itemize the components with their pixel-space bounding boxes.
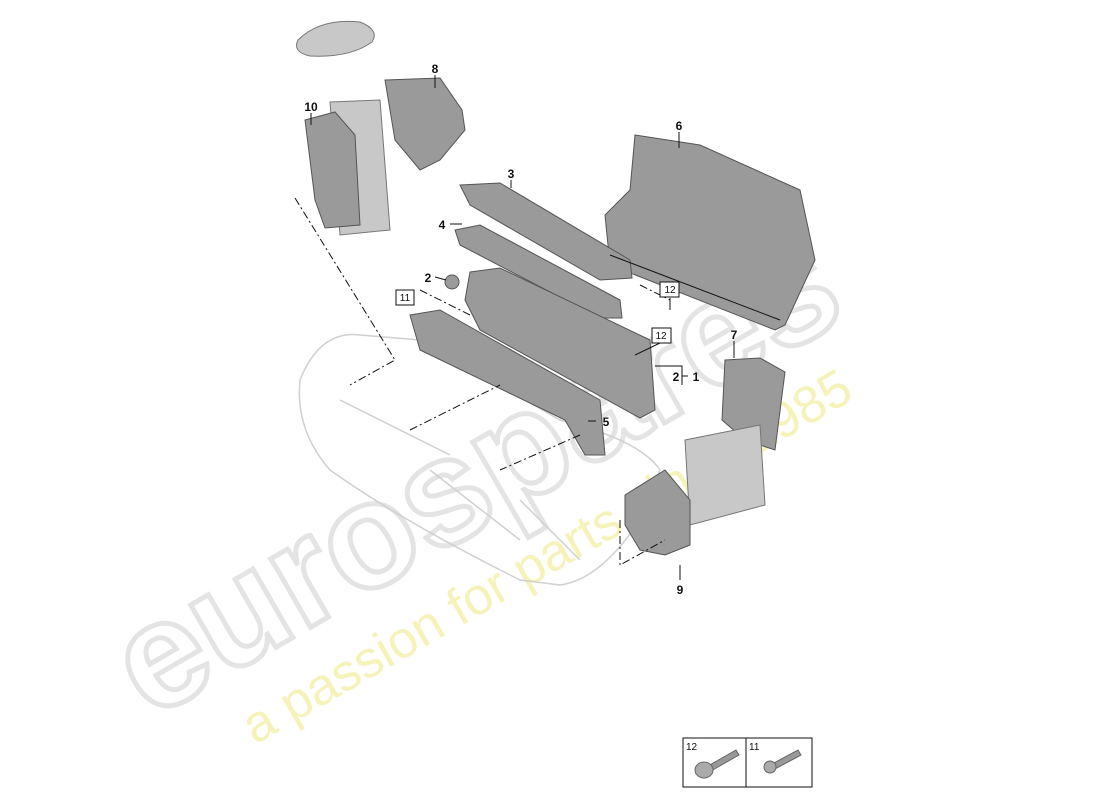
air-guide-4: [454, 224, 623, 319]
callout-12: 12: [664, 285, 676, 296]
air-duct-8: [384, 77, 466, 171]
callout-6: 6: [676, 119, 683, 133]
callout-3: 3: [508, 167, 515, 181]
callout-10: 10: [304, 100, 318, 114]
assembly-line: [609, 254, 781, 321]
callout-7: 7: [731, 328, 738, 342]
callout-11: 11: [400, 293, 411, 304]
callout-12: 12: [655, 331, 667, 342]
air-duct-9: [624, 469, 691, 556]
callout-2: 2: [425, 271, 432, 285]
assembly-line: [419, 289, 471, 316]
leader-lines: [310, 75, 735, 580]
legend-number-11: 11: [749, 742, 760, 753]
air-guide-3: [459, 182, 633, 281]
air-duct-10: [304, 111, 361, 229]
assembly-line: [294, 197, 396, 386]
air-duct-7: [721, 357, 786, 451]
air-guide-5: [409, 309, 606, 456]
callout-1: 1: [693, 370, 700, 384]
callout-box-12: [659, 281, 680, 298]
assembly-line: [499, 434, 581, 471]
clip-2: [444, 274, 460, 290]
callout-2: 2: [673, 370, 680, 384]
bumper-outline: [298, 333, 661, 586]
assembly-line: [409, 384, 501, 431]
callout-5: 5: [603, 415, 610, 429]
air-shutter-1: [464, 267, 656, 419]
screw-icon: [763, 749, 802, 774]
callout-box-11: [395, 289, 415, 306]
screw-large-icon: [694, 749, 740, 779]
callout-9: 9: [677, 583, 684, 597]
callout-4: 4: [439, 218, 446, 232]
legend-number-12: 12: [686, 742, 698, 753]
assembly-line: [619, 520, 666, 566]
fastener-legend: 12 11: [682, 737, 813, 788]
support-frame-6: [604, 134, 816, 331]
callout-box-12: [651, 327, 672, 344]
callout-8: 8: [432, 62, 439, 76]
radiator-right: [684, 424, 766, 526]
cover-cap: [296, 20, 375, 57]
